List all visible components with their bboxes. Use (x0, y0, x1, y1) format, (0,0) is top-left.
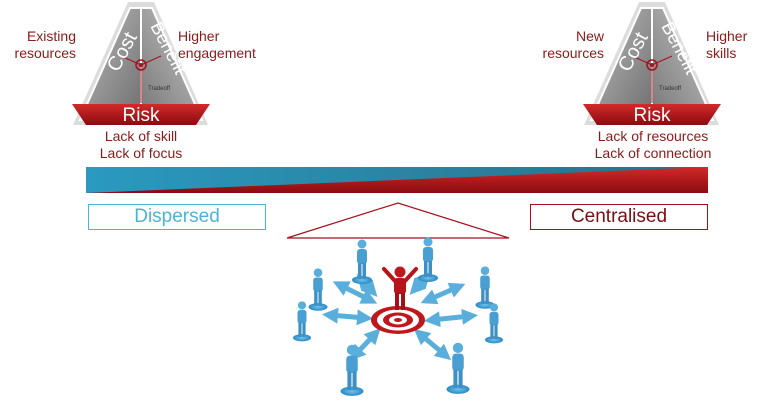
right-risk-note-line1: Lack of resources (597, 128, 709, 144)
right-tradeoff-label: Tradeoff (659, 86, 681, 92)
dispersed-label-box: Dispersed (88, 204, 266, 230)
right-cost-note-line2: resources (542, 45, 604, 61)
centralised-label: Centralised (570, 206, 668, 227)
scale-bar (86, 167, 708, 193)
left-tradeoff-triangle: Cost Benefit Risk Tradeoff (72, 2, 210, 126)
right-risk-note-line2: Lack of connection (594, 145, 712, 161)
center-target-icon (371, 306, 425, 334)
left-benefit-note: Higher engagement (178, 28, 256, 62)
right-benefit-note: Higher skills (706, 28, 747, 62)
left-risk-note: Lack of skill Lack of focus (70, 128, 212, 162)
leader-icon (382, 266, 418, 310)
left-cost-note-line1: Existing (26, 28, 76, 44)
people-network (293, 237, 503, 396)
left-tradeoff-label: Tradeoff (148, 86, 170, 92)
right-tradeoff-triangle: Cost Benefit Risk Tradeoff (583, 2, 721, 126)
left-target-icon (135, 59, 147, 71)
left-risk-label: Risk (123, 105, 160, 126)
left-benefit-note-line1: Higher (178, 28, 220, 44)
left-risk-note-line1: Lack of skill (104, 128, 178, 144)
right-risk-label: Risk (634, 105, 671, 126)
right-cost-note: New resources (520, 28, 604, 62)
centralised-label-box: Centralised (530, 204, 708, 230)
arrow-icon (322, 272, 478, 361)
left-risk-note-line2: Lack of focus (99, 145, 183, 161)
left-benefit-note-line2: engagement (178, 45, 256, 61)
dispersed-label: Dispersed (134, 206, 220, 227)
right-risk-note: Lack of resources Lack of connection (582, 128, 724, 162)
right-target-icon (646, 59, 658, 71)
left-cost-note-line2: resources (14, 45, 76, 61)
right-benefit-note-line2: skills (706, 45, 737, 61)
right-benefit-note-line1: Higher (706, 28, 748, 44)
right-cost-note-line1: New (575, 28, 604, 44)
fulcrum-triangle (286, 202, 510, 239)
left-cost-note: Existing resources (4, 28, 76, 62)
